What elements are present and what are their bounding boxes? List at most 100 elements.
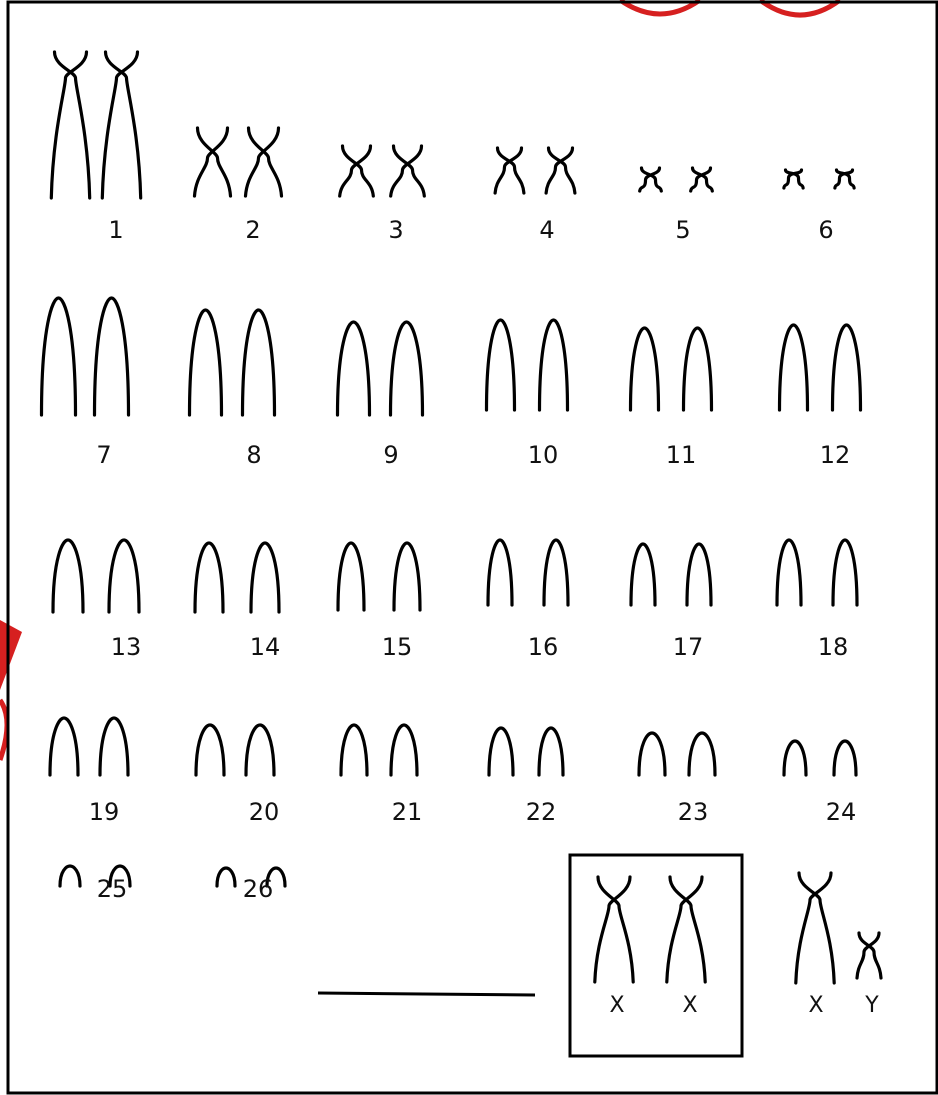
- chromosome-25-a: [60, 866, 80, 886]
- chromosome-14-b: [251, 543, 279, 612]
- sex-label-x-2: X: [682, 993, 697, 1018]
- chromosome-pair-10: 10: [487, 320, 568, 469]
- chromosome-11-a: [631, 328, 659, 410]
- pair-label-20: 20: [249, 798, 280, 826]
- chromosome-20-a: [196, 725, 224, 775]
- sex-chromosome-x-2: [667, 877, 705, 982]
- sex-chromosome-y: [857, 933, 881, 978]
- sex-label-x-1: X: [609, 993, 624, 1018]
- chromosome-21-a: [341, 725, 367, 775]
- chromosome-13-b: [109, 540, 139, 612]
- chromosome-pair-17: 17: [631, 544, 711, 661]
- pair-label-7: 7: [96, 441, 111, 469]
- chromosome-13-a: [53, 540, 83, 612]
- chromosome-15-a: [338, 543, 364, 610]
- pair-label-21: 21: [392, 798, 423, 826]
- pair-label-2: 2: [245, 216, 260, 244]
- sex-chromosome-x-3: [796, 873, 834, 983]
- pair-label-26: 26: [243, 875, 274, 903]
- chromosome-pair-19: 19: [50, 718, 128, 826]
- pair-label-25: 25: [97, 875, 128, 903]
- chromosome-pair-24: 24: [784, 741, 856, 826]
- pair-label-12: 12: [820, 441, 851, 469]
- chromosome-pair-22: 22: [489, 728, 563, 826]
- chromosome-pair-6: 6: [784, 170, 854, 244]
- sex-label-y: Y: [864, 993, 879, 1018]
- chromosome-pair-5: 5: [640, 168, 713, 244]
- chromosome-1-b: [102, 52, 140, 198]
- chromosome-23-b: [689, 733, 715, 775]
- page-border: [8, 2, 937, 1093]
- pair-label-23: 23: [678, 798, 709, 826]
- chromosome-pair-21: 21: [341, 725, 422, 826]
- pair-label-9: 9: [383, 441, 398, 469]
- pair-label-4: 4: [539, 216, 554, 244]
- pair-label-8: 8: [246, 441, 261, 469]
- sex-chromosome-x-1: [595, 877, 633, 982]
- pair-label-19: 19: [89, 798, 120, 826]
- xx-option-box: [570, 855, 742, 1056]
- chromosome-17-a: [631, 544, 655, 605]
- pair-label-10: 10: [528, 441, 559, 469]
- chromosome-pair-7: 7: [42, 298, 129, 469]
- pair-label-15: 15: [382, 633, 413, 661]
- chromosome-22-a: [489, 728, 513, 775]
- chromosome-2-b: [246, 128, 282, 196]
- chromosome-2-a: [195, 128, 231, 196]
- pair-label-6: 6: [818, 216, 833, 244]
- pair-label-24: 24: [826, 798, 857, 826]
- chromosome-pair-20: 20: [196, 725, 279, 826]
- pair-label-11: 11: [666, 441, 697, 469]
- pair-label-22: 22: [526, 798, 557, 826]
- chromosome-8-a: [190, 310, 222, 415]
- chromosome-pair-13: 13: [53, 540, 141, 661]
- chromosome-14-a: [195, 543, 223, 612]
- pair-label-16: 16: [528, 633, 559, 661]
- chromosome-19-a: [50, 718, 78, 775]
- chromosome-pair-3: 3: [340, 146, 425, 244]
- chromosome-6-a: [784, 170, 803, 188]
- chromosome-7-b: [95, 298, 129, 415]
- chromosome-pair-1: 1: [51, 52, 140, 244]
- chromosome-10-a: [487, 320, 515, 410]
- chromosome-16-b: [544, 540, 568, 605]
- chromosome-pair-11: 11: [631, 328, 712, 469]
- chromosome-16-a: [488, 540, 512, 605]
- chromosome-pair-2: 2: [195, 128, 282, 244]
- chromosome-17-b: [687, 544, 711, 605]
- chromosome-pair-26: 26: [217, 868, 285, 903]
- chromosome-pair-4: 4: [495, 148, 575, 244]
- chromosome-3-b: [391, 146, 425, 196]
- chromosome-pair-16: 16: [488, 540, 568, 661]
- pair-label-1: 1: [108, 216, 123, 244]
- chromosome-10-b: [540, 320, 568, 410]
- answer-blank-line: [318, 993, 535, 995]
- pair-label-18: 18: [818, 633, 849, 661]
- sex-chromosome-figures: [595, 873, 881, 983]
- chromosome-pair-23: 23: [639, 733, 715, 826]
- chromosome-3-a: [340, 146, 374, 196]
- chromosome-5-b: [691, 168, 713, 191]
- chromosome-12-a: [780, 325, 808, 410]
- chromosome-20-b: [246, 725, 274, 775]
- chromosome-8-b: [243, 310, 275, 415]
- chromosome-12-b: [833, 325, 861, 410]
- chromosome-4-b: [546, 148, 575, 193]
- chromosome-9-b: [391, 322, 423, 415]
- chromosome-24-b: [834, 741, 856, 775]
- chromosome-pair-18: 18: [777, 540, 857, 661]
- chromosome-26-a: [217, 868, 235, 886]
- chromosome-5-a: [640, 168, 662, 191]
- chromosome-7-a: [42, 298, 76, 415]
- chromosome-23-a: [639, 733, 665, 775]
- chromosome-24-a: [784, 741, 806, 775]
- pair-label-3: 3: [388, 216, 403, 244]
- chromosome-18-b: [833, 540, 857, 605]
- chromosome-6-b: [835, 170, 854, 188]
- chromosome-22-b: [539, 728, 563, 775]
- chromosome-11-b: [684, 328, 712, 410]
- chromosome-pair-8: 8: [190, 310, 275, 469]
- sex-label-x-3: X: [808, 993, 823, 1018]
- chromosome-pair-15: 15: [338, 543, 420, 661]
